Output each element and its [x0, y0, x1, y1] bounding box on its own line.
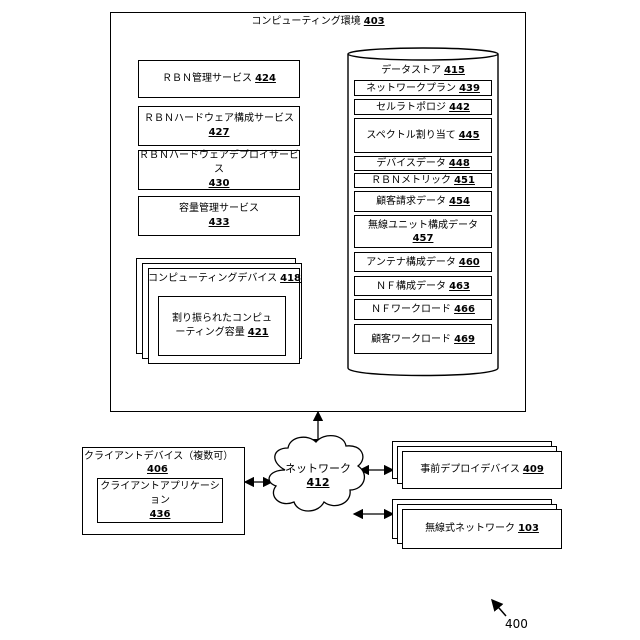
datastore-row-customer-billing: 顧客請求データ454	[354, 191, 492, 212]
rbn-hardware-config-service-box: ＲＢＮハードウェア構成サービス 427	[138, 106, 300, 146]
rbn-hardware-deploy-service-box: ＲＢＮハードウェアデプロイサービス 430	[138, 150, 300, 190]
datastore-row-nf-workload: ＮＦワークロード466	[354, 299, 492, 320]
wireless-networks-box: 無線式ネットワーク103	[402, 509, 562, 549]
datastore-row-radio-unit-config: 無線ユニット構成データ 457	[354, 215, 492, 248]
capacity-management-service-box: 容量管理サービス 433	[138, 196, 300, 236]
datastore-row-network-plan: ネットワークプラン439	[354, 80, 492, 96]
figure-pointer-arrow	[492, 600, 506, 616]
network-label: ネットワーク 412	[276, 462, 360, 490]
allocated-capacity-box: 割り振られたコンピュ ーティング容量421	[158, 296, 286, 356]
datastore-row-device-data: デバイスデータ448	[354, 156, 492, 171]
computing-device-label: コンピューティングデバイス418	[148, 272, 300, 285]
predeployed-devices-box: 事前デプロイデバイス409	[402, 451, 562, 489]
datastore-row-cellular-topology: セルラトポロジ442	[354, 99, 492, 115]
datastore-row-nf-config: ＮＦ構成データ463	[354, 276, 492, 296]
client-application-box: クライアントアプリケーション 436	[97, 478, 223, 523]
datastore-row-customer-workload: 顧客ワークロード469	[354, 324, 492, 354]
client-device-label: クライアントデバイス（複数可） 406	[84, 450, 233, 476]
datastore-label: データストア415	[348, 64, 498, 77]
figure-number: 400	[505, 618, 528, 631]
datastore-row-antenna-config: アンテナ構成データ460	[354, 252, 492, 272]
datastore-row-rbn-metrics: ＲＢＮメトリック451	[354, 173, 492, 188]
datastore-row-spectrum-allocation: スペクトル割り当て445	[354, 118, 492, 153]
computing-environment-label: コンピューティング環境403	[110, 15, 526, 28]
rbn-management-service-box: ＲＢＮ管理サービス424	[138, 60, 300, 98]
